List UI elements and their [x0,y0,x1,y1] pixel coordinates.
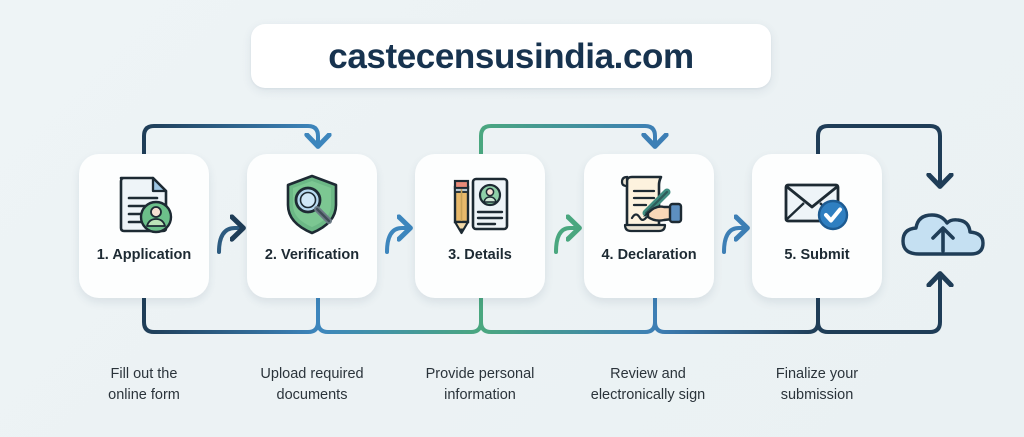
hand-signing-scroll-icon [610,170,688,240]
cloud-upload-icon [895,198,991,260]
step-label-application: 1. Application [96,247,192,263]
wire-bottom-3-4 [479,296,657,334]
step-card-declaration[interactable]: 4. Declaration [584,154,714,298]
wire-bottom-1-2 [142,296,320,334]
page-title: castecensusindia.com [328,36,694,76]
wire-bottom-2-3 [316,296,483,334]
caption-line-2: information [444,386,516,403]
step-card-verification[interactable]: 2. Verification [247,154,377,298]
step-card-application[interactable]: 1. Application [79,154,209,298]
step-card-submit[interactable]: 5. Submit [752,154,882,298]
step-card-details[interactable]: 3. Details [415,154,545,298]
pencil-form-icon [441,170,519,240]
step-caption-application: Fill out the online form [60,364,228,405]
caption-line-2: electronically sign [590,386,706,403]
caption-line-2: documents [276,386,348,403]
caption-line-1: Provide personal [425,366,535,382]
step-label-details: 3. Details [448,247,512,263]
wire-top-3-4 [479,124,655,156]
step-label-submit: 5. Submit [784,247,850,263]
page-title-pill: castecensusindia.com [251,24,771,88]
step-caption-submit: Finalize your submission [733,364,901,405]
wire-bottom-4-5 [653,296,820,334]
wire-mid-1-2 [217,228,243,254]
step-label-declaration: 4. Declaration [601,247,697,263]
step-caption-declaration: Review and electronically sign [564,364,732,405]
caption-line-1: Fill out the [110,366,178,382]
caption-line-1: Review and [610,366,686,382]
wire-mid-4-5 [722,228,747,254]
step-caption-details: Provide personal information [396,364,564,405]
wire-mid-3-4 [554,228,579,254]
caption-line-1: Finalize your [775,366,859,382]
step-label-verification: 2. Verification [264,247,360,263]
envelope-check-icon [778,170,856,240]
wire-mid-2-3 [385,228,410,254]
caption-line-1: Upload required [260,366,364,382]
wire-top-1-2 [142,124,318,156]
document-user-icon [105,170,183,240]
step-caption-verification: Upload required documents [228,364,396,405]
shield-magnifier-icon [273,170,351,240]
caption-line-2: submission [780,386,854,403]
caption-line-2: online form [108,386,180,403]
